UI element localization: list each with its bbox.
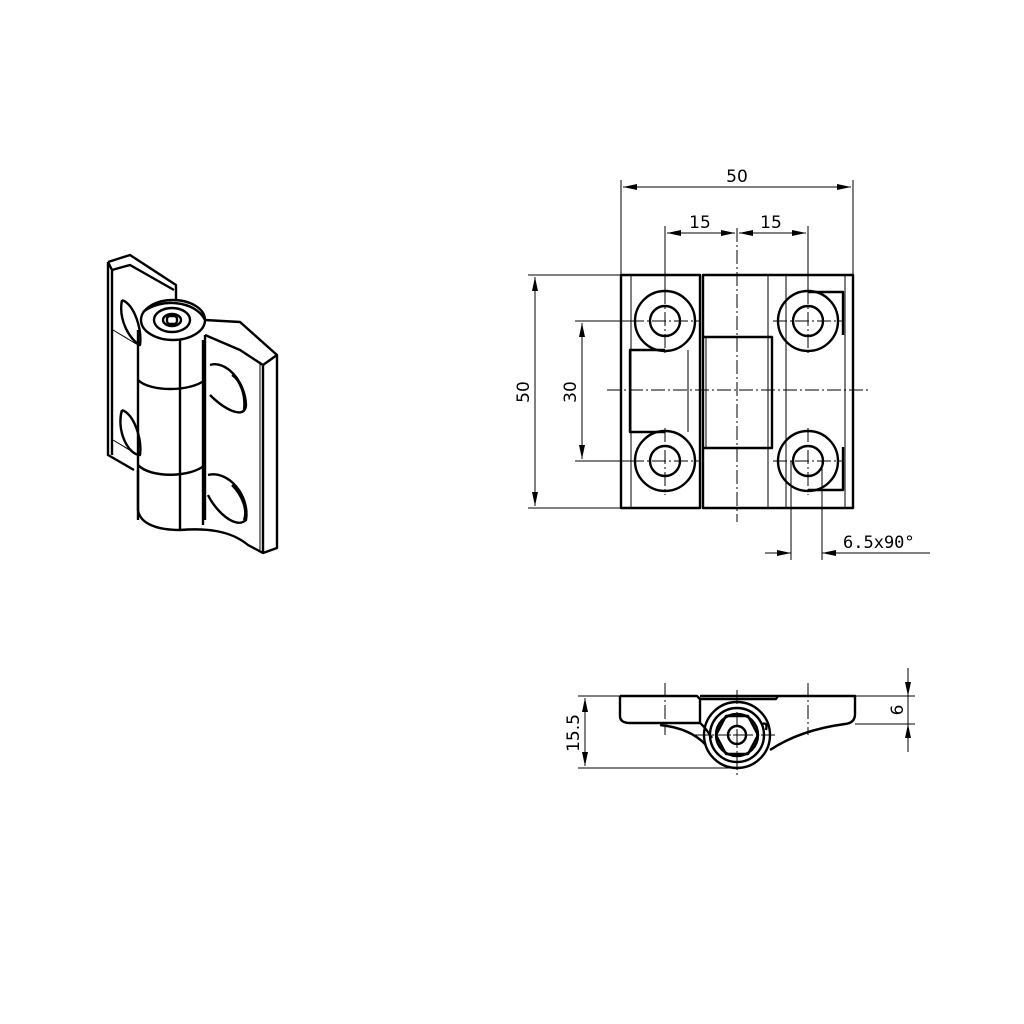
front-dimensions: 50 15 15 50 30 6.5x90° (514, 167, 930, 560)
dim-overall-width: 50 (726, 167, 748, 187)
dim-hole-spacing: 30 (561, 381, 581, 403)
dim-overall-height: 50 (514, 381, 534, 403)
side-dimensions: 15.5 6 (564, 668, 915, 769)
dim-overall-depth: 15.5 (564, 714, 584, 752)
side-view (618, 683, 857, 776)
front-view (607, 228, 868, 522)
dim-countersink: 6.5x90° (843, 533, 915, 553)
dim-hole-offset-right: 15 (760, 213, 782, 233)
dim-hole-offset-left: 15 (689, 213, 711, 233)
dim-plate-thickness: 6 (888, 705, 908, 716)
isometric-view (106, 253, 279, 555)
